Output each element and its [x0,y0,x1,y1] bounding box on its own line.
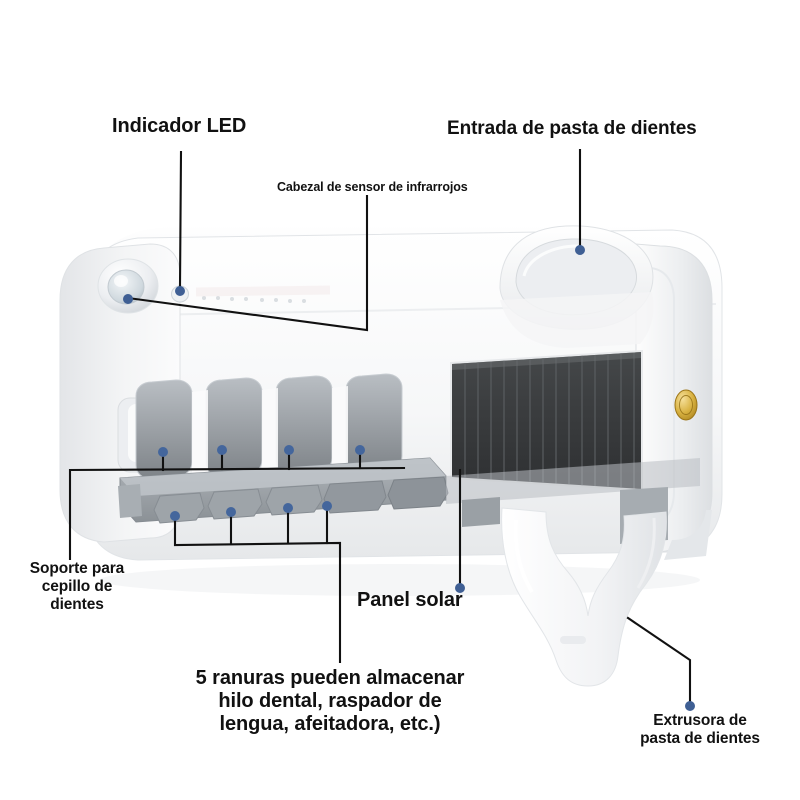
ir-sensor-lens [107,269,145,305]
callout-toothpaste-extruder: Extrusora de pasta de dientes [640,712,760,747]
lower-rail [446,458,700,504]
ir-sensor-highlight [114,275,128,287]
tray-left-foot [118,484,142,518]
toothbrush-slot-4[interactable] [345,373,403,474]
callout-led-indicator: Indicador LED [112,115,247,137]
storage-slot-5[interactable] [387,476,449,510]
extruder-highlight-right [636,517,656,589]
storage-slot-2[interactable] [207,488,263,520]
solar-panel [452,352,641,489]
toothbrush-slot-2[interactable] [205,377,263,478]
toothbrush-slot-1[interactable] [135,379,193,480]
callout-brush-holder: Soporte para cepillo de dientes [29,560,125,613]
callout-five-slots: 5 ranuras pueden almacenar hilo dental, … [195,667,465,736]
rail-bracket-left [462,497,500,527]
solar-panel-top-edge [452,352,641,370]
storage-slot-3[interactable] [265,484,323,516]
brand-badge-ring [679,395,693,415]
inlet-neck [500,292,654,348]
callout-solar-panel: Panel solar [357,589,463,611]
storage-slot-1[interactable] [153,492,205,524]
callout-ir-sensor: Cabezal de sensor de infrarrojos [277,180,468,194]
right-foot [664,510,712,560]
extruder-outlet [560,636,586,644]
led-button-highlight [174,289,182,295]
inlet-highlight [522,244,579,277]
slot-dividers [192,386,348,478]
toothbrush-slot-3[interactable] [275,375,333,476]
uv-glow-strip [195,285,331,297]
storage-slot-4[interactable] [323,480,387,514]
brand-badge-icon [674,389,698,421]
toothpaste-extruder[interactable] [501,507,667,687]
extruder-highlight-left [513,519,534,594]
callout-toothpaste-inlet: Entrada de pasta de dientes [447,118,697,139]
